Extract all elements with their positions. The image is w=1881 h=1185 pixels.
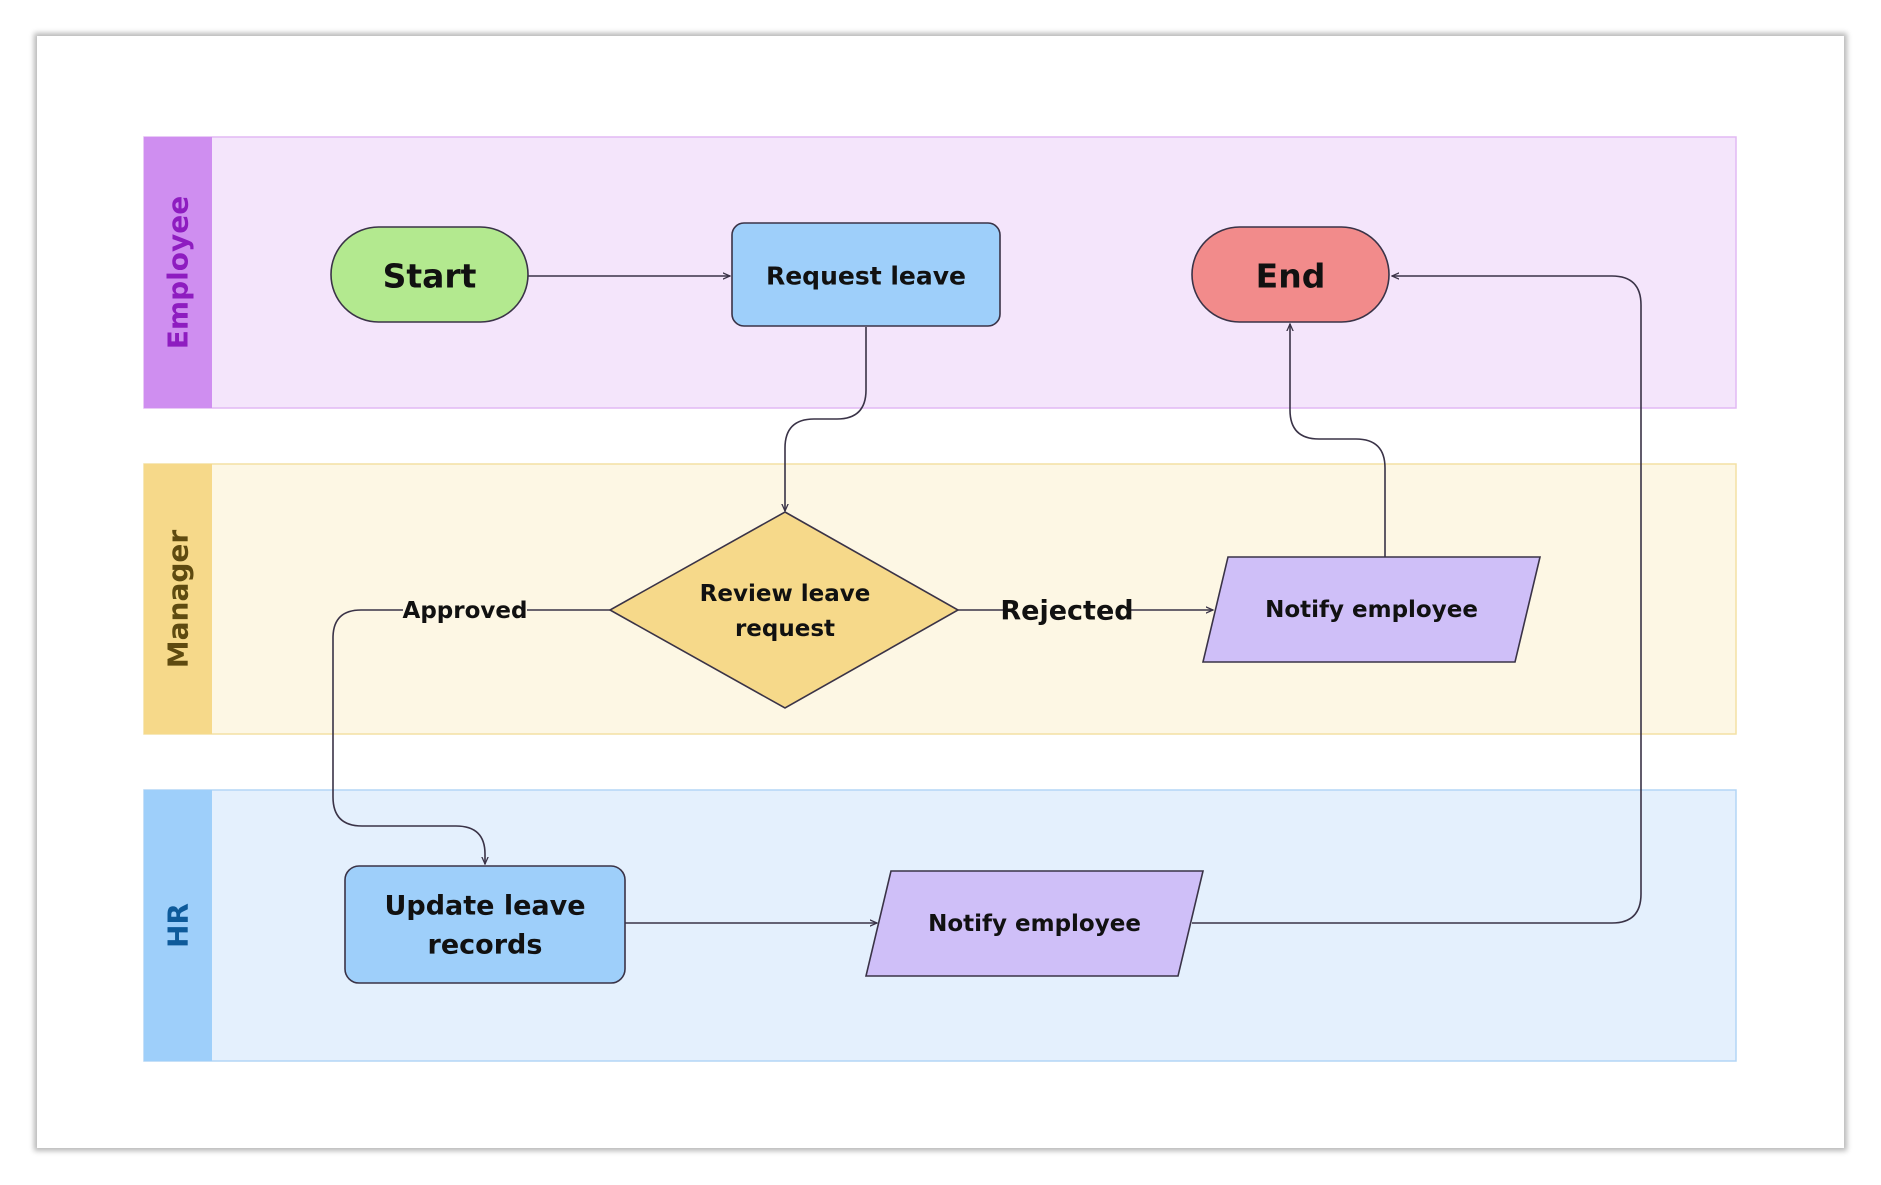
edge-notify-hr-to-end	[1192, 276, 1642, 924]
end-label: End	[1256, 257, 1326, 296]
end-terminal-shape	[1191, 226, 1390, 323]
update-label-line1: Update leave	[384, 891, 585, 922]
node-notify-employee-hr[interactable]: Notify employee	[864, 870, 1205, 977]
notify-manager-label: Notify employee	[1265, 597, 1478, 623]
node-review-leave-request[interactable]: Review leave request	[608, 511, 960, 709]
edge-labels: Approved Rejected	[403, 591, 1134, 629]
lane-hr-title: HR	[162, 903, 195, 948]
start-terminal-shape	[330, 226, 529, 323]
update-records-process-shape	[344, 865, 626, 984]
notify-manager-io-shape	[1201, 556, 1542, 663]
request-leave-process-shape	[731, 222, 1001, 327]
review-label-line1: Review leave	[700, 581, 871, 607]
node-end[interactable]: End	[1191, 226, 1390, 323]
edge-request-to-review	[785, 327, 867, 511]
notify-hr-io-shape	[864, 870, 1205, 977]
node-start[interactable]: Start	[330, 226, 529, 323]
node-update-leave-records[interactable]: Update leave records	[344, 865, 626, 984]
review-label-line2: request	[735, 616, 835, 642]
notify-hr-label: Notify employee	[928, 911, 1141, 937]
lane-hr-header	[144, 790, 212, 1061]
lane-manager-header	[144, 464, 212, 734]
label-approved-bg	[403, 593, 527, 627]
edge-notify-manager-to-end	[1290, 324, 1386, 557]
update-label-line2: records	[428, 930, 543, 961]
lane-employee-header	[144, 137, 212, 408]
edge-review-to-update-approved	[332, 609, 610, 864]
node-notify-employee-manager[interactable]: Notify employee	[1201, 556, 1542, 663]
node-request-leave[interactable]: Request leave	[731, 222, 1001, 327]
edges	[332, 276, 1642, 924]
start-label: Start	[383, 257, 477, 296]
lane-employee-title: Employee	[162, 196, 195, 349]
label-rejected-bg	[1004, 591, 1130, 629]
edge-label-approved: Approved	[403, 598, 528, 624]
request-leave-label: Request leave	[766, 262, 966, 291]
edge-label-rejected: Rejected	[1000, 596, 1133, 627]
review-decision-shape	[608, 511, 960, 709]
lane-manager-title: Manager	[162, 530, 195, 669]
